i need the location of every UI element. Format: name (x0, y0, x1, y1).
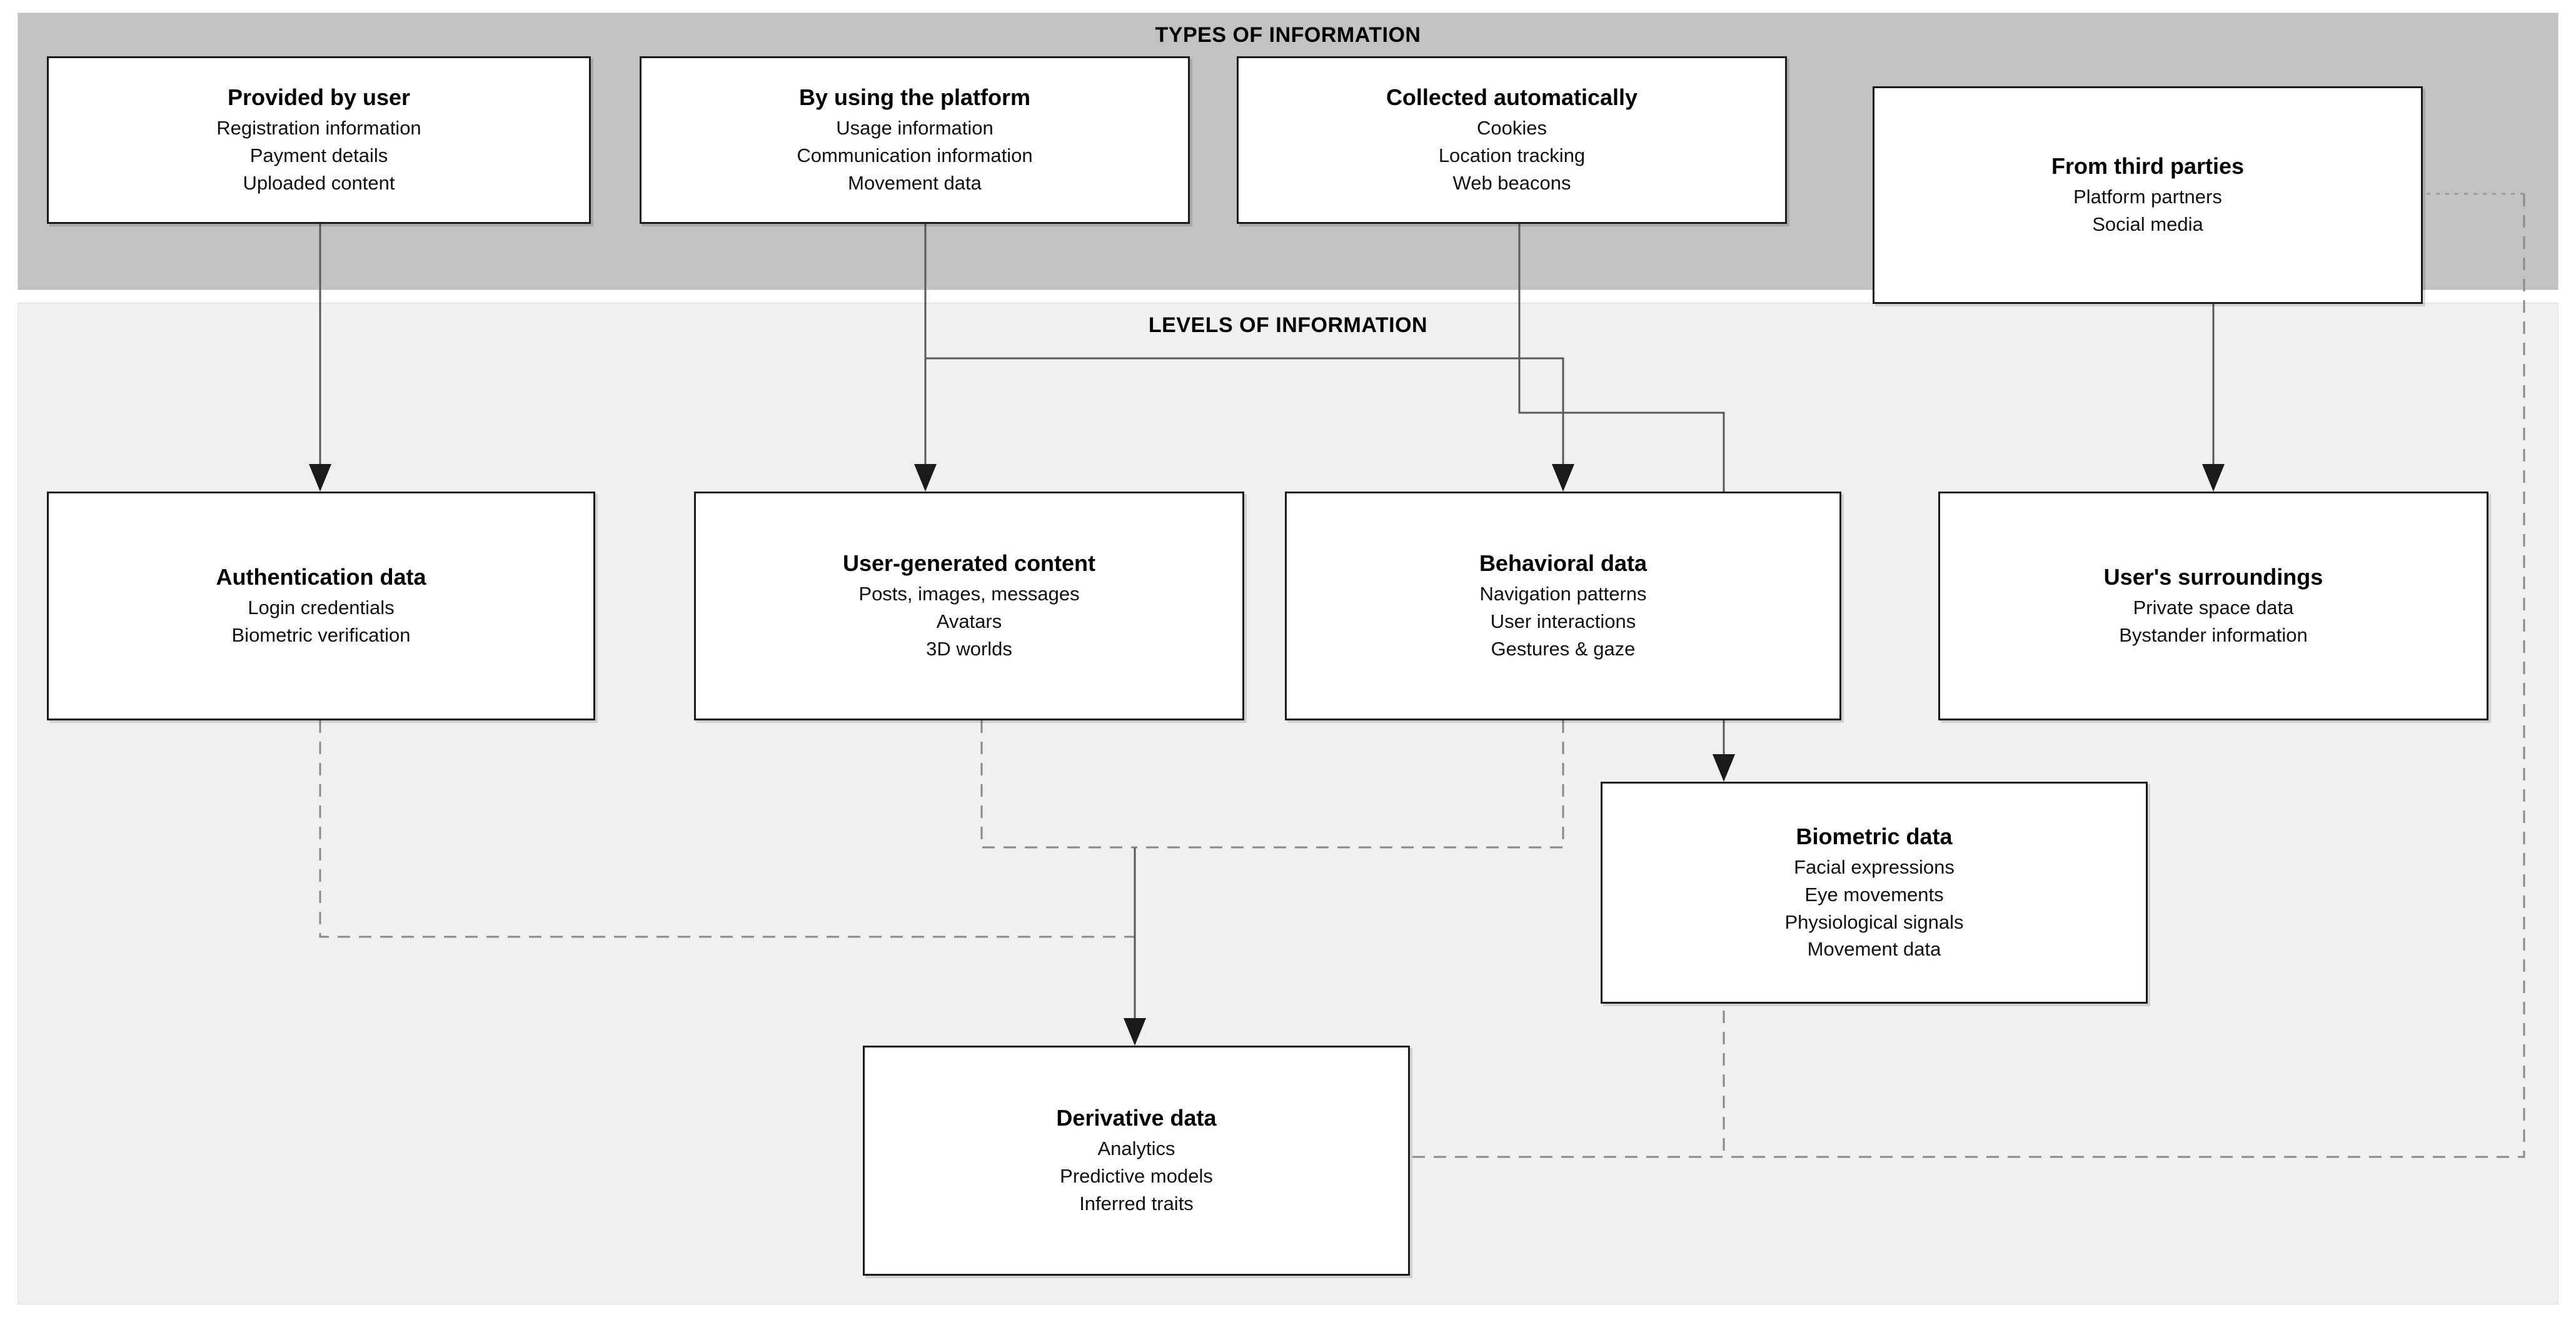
node-item: Uploaded content (243, 172, 395, 194)
node-item: Communication information (797, 144, 1033, 167)
node-item-list: Platform partners Social media (2073, 185, 2222, 236)
node-title: Derivative data (1056, 1105, 1217, 1131)
node-behavioral-data[interactable]: Behavioral data Navigation patterns User… (1285, 492, 1841, 720)
node-title: By using the platform (798, 84, 1031, 111)
node-item: Cookies (1477, 117, 1547, 139)
node-item: Biometric verification (231, 624, 411, 647)
node-title: Provided by user (227, 84, 411, 111)
node-title: Authentication data (216, 564, 426, 590)
node-item: Bystander information (2119, 624, 2308, 647)
node-item: Location tracking (1438, 144, 1586, 167)
node-item: Private space data (2133, 597, 2294, 619)
node-title: User-generated content (842, 550, 1096, 577)
node-by-using-the-platform[interactable]: By using the platform Usage information … (640, 56, 1190, 224)
node-item: Registration information (216, 117, 421, 139)
node-item: Movement data (1807, 938, 1941, 961)
node-item: Payment details (249, 144, 388, 167)
node-biometric-data[interactable]: Biometric data Facial expressions Eye mo… (1601, 782, 2148, 1004)
node-title: Behavioral data (1479, 550, 1648, 577)
node-item: 3D worlds (926, 638, 1012, 660)
node-collected-automatically[interactable]: Collected automatically Cookies Location… (1237, 56, 1787, 224)
node-authentication-data[interactable]: Authentication data Login credentials Bi… (47, 492, 595, 720)
node-item: Social media (2092, 213, 2203, 236)
node-item: Posts, images, messages (858, 583, 1080, 605)
node-item-list: Login credentials Biometric verification (232, 596, 411, 647)
types-of-information-title: TYPES OF INFORMATION (1155, 23, 1421, 47)
node-item: Inferred traits (1079, 1193, 1194, 1215)
node-item-list: Private space data Bystander information (2119, 596, 2308, 647)
node-title: User's surroundings (2103, 564, 2323, 590)
node-title: Collected automatically (1386, 84, 1638, 111)
node-item: User interactions (1490, 610, 1636, 633)
node-item-list: Registration information Payment details… (216, 116, 421, 194)
node-title: From third parties (2051, 153, 2245, 179)
node-item: Eye movements (1804, 883, 1944, 906)
node-users-surroundings[interactable]: User's surroundings Private space data B… (1938, 492, 2488, 720)
node-item-list: Facial expressions Eye movements Physiol… (1784, 855, 1963, 961)
node-item: Physiological signals (1784, 911, 1964, 933)
node-item-list: Usage information Communication informat… (797, 116, 1032, 194)
node-item: Web beacons (1452, 172, 1571, 194)
node-item: Gestures & gaze (1491, 638, 1636, 660)
node-item: Platform partners (2073, 186, 2222, 208)
node-item: Predictive models (1060, 1165, 1213, 1188)
node-item: Usage information (836, 117, 994, 139)
node-title: Biometric data (1796, 823, 1953, 849)
node-item: Analytics (1097, 1138, 1175, 1160)
node-derivative-data[interactable]: Derivative data Analytics Predictive mod… (863, 1046, 1410, 1276)
levels-of-information-title: LEVELS OF INFORMATION (1148, 313, 1428, 337)
node-item: Movement data (848, 172, 982, 194)
node-from-third-parties[interactable]: From third parties Platform partners Soc… (1873, 86, 2423, 304)
node-item: Login credentials (248, 597, 395, 619)
node-item-list: Navigation patterns User interactions Ge… (1479, 582, 1646, 660)
node-item-list: Analytics Predictive models Inferred tra… (1060, 1137, 1213, 1215)
node-item-list: Cookies Location tracking Web beacons (1439, 116, 1585, 194)
node-item: Navigation patterns (1479, 583, 1647, 605)
node-provided-by-user[interactable]: Provided by user Registration informatio… (47, 56, 591, 224)
node-item-list: Posts, images, messages Avatars 3D world… (858, 582, 1079, 660)
node-item: Avatars (936, 610, 1002, 633)
node-user-generated-content[interactable]: User-generated content Posts, images, me… (694, 492, 1244, 720)
node-item: Facial expressions (1794, 856, 1955, 879)
